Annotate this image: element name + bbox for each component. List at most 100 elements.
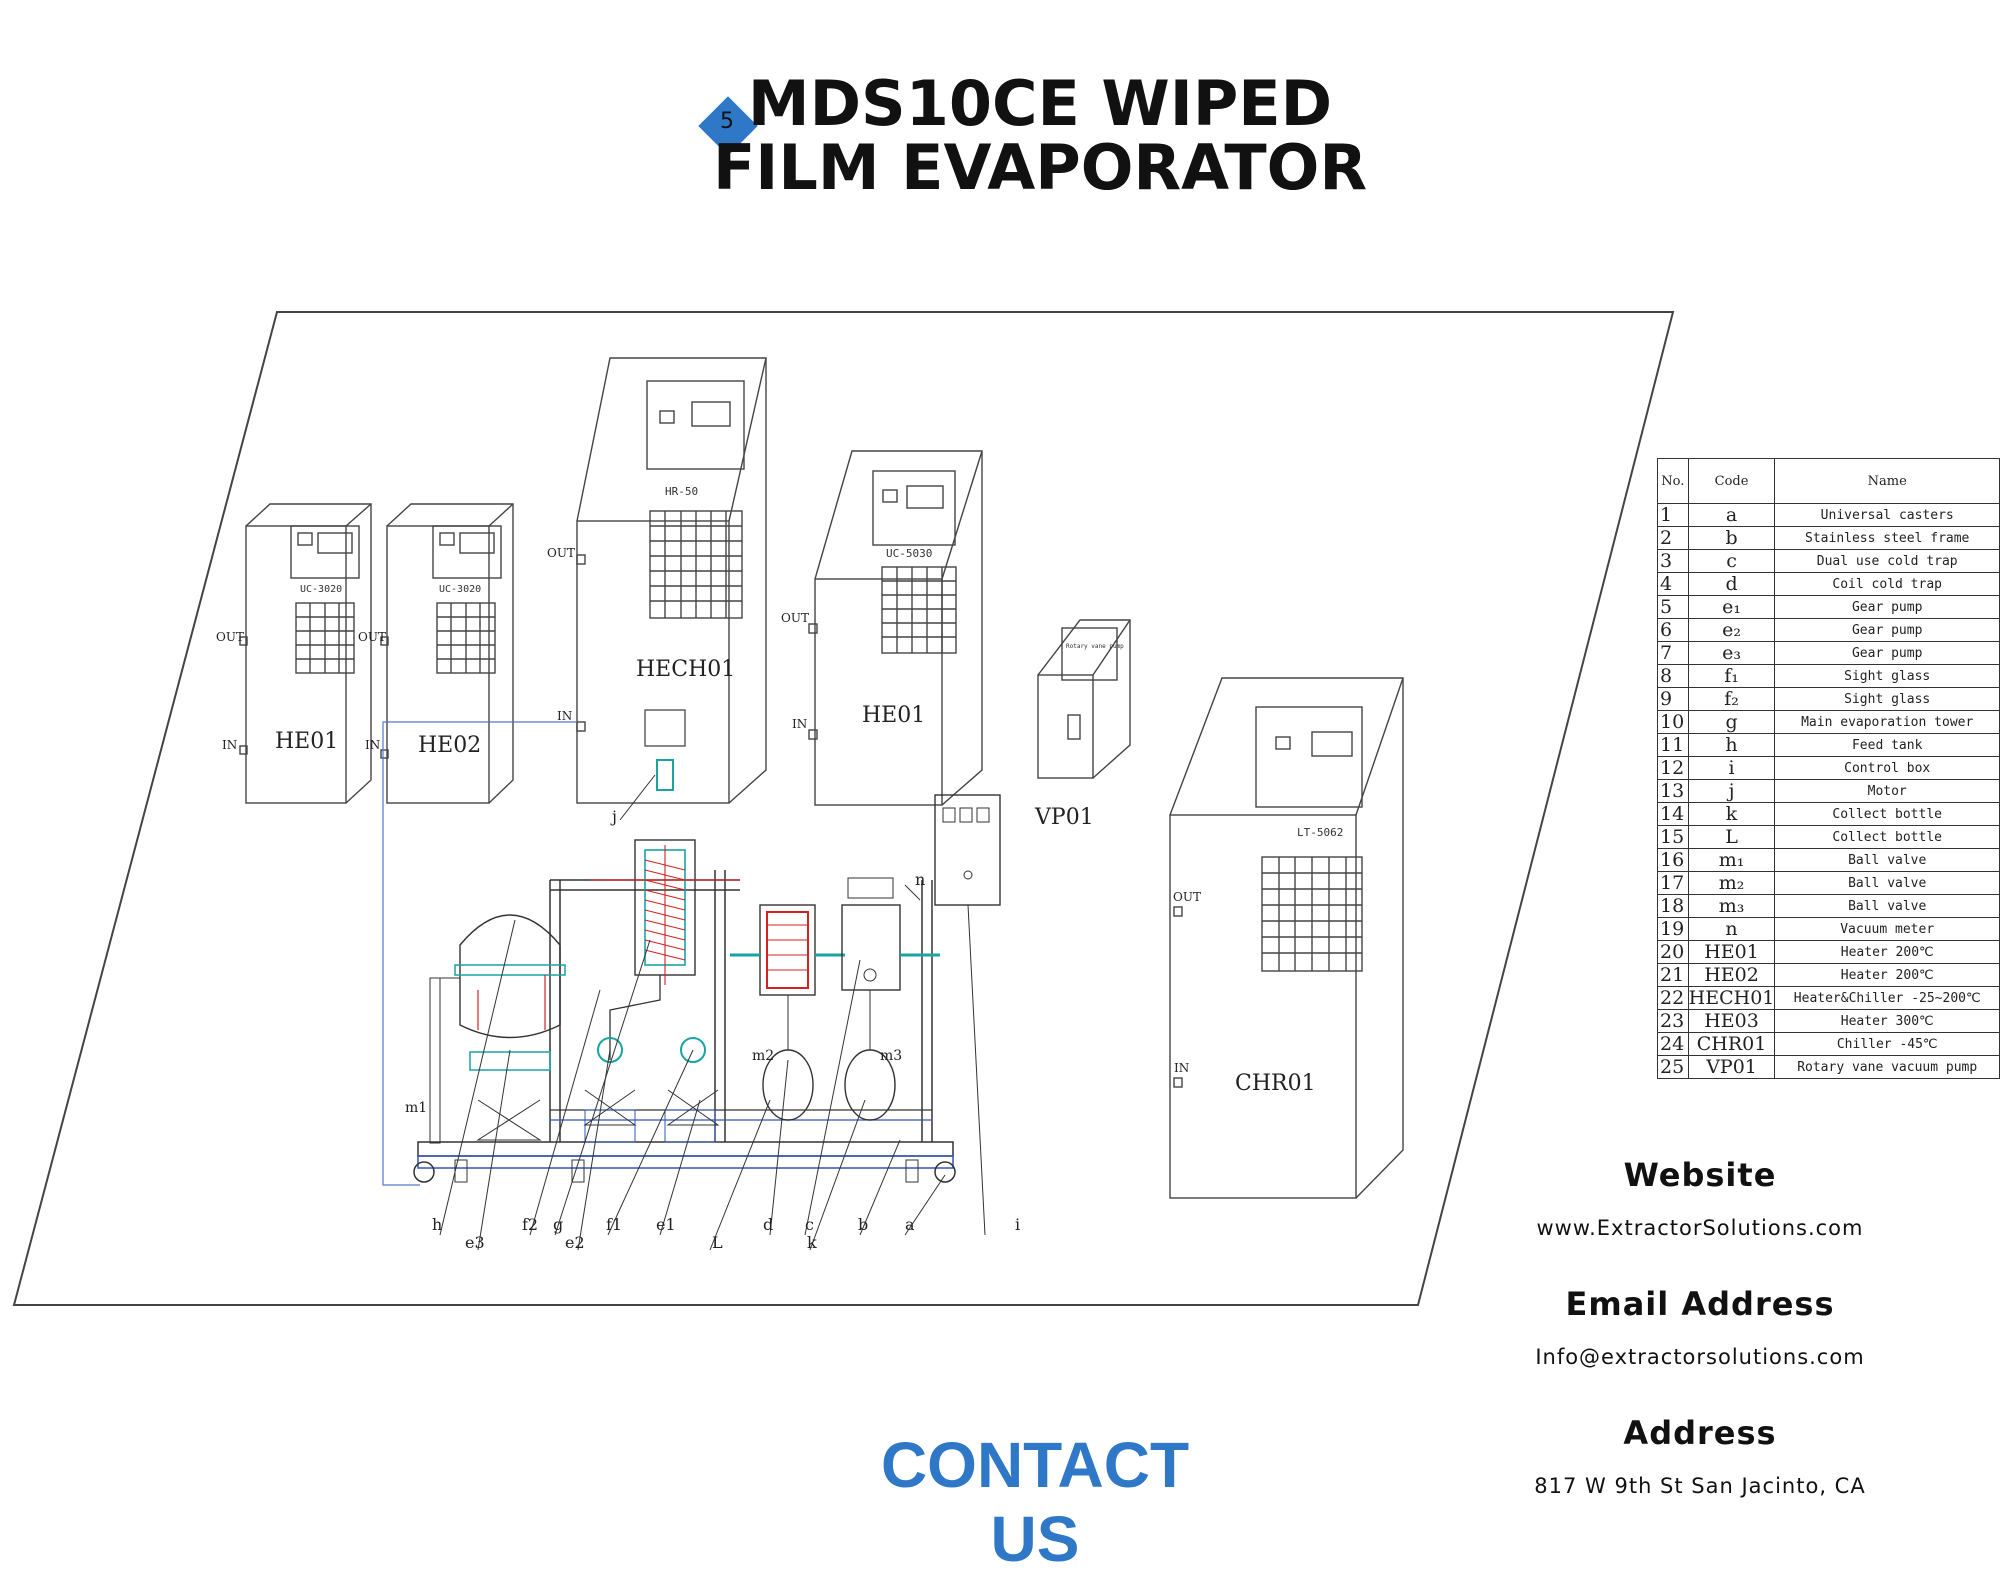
cell-code: j bbox=[1687, 779, 1776, 803]
grid-vent bbox=[436, 602, 496, 674]
cell-code: HE01 bbox=[1687, 940, 1776, 964]
cell-name: Coil cold trap bbox=[1774, 572, 2000, 596]
cell-name: Feed tank bbox=[1774, 733, 2000, 757]
cell-code: f₂ bbox=[1687, 687, 1776, 711]
section-number: 5 bbox=[720, 109, 734, 134]
cell-code: HE02 bbox=[1687, 963, 1776, 987]
unit-out-label: OUT bbox=[1173, 890, 1201, 904]
page-title: MDS10CE WIPED FILM EVAPORATOR bbox=[700, 72, 1380, 200]
cell-name: Gear pump bbox=[1774, 595, 2000, 619]
callout-m2: m2 bbox=[752, 1048, 774, 1064]
cell-name: Heater 200℃ bbox=[1774, 963, 2000, 987]
cell-no: 1 bbox=[1657, 503, 1689, 527]
unit-in-label: IN bbox=[1174, 1061, 1189, 1075]
cell-code: e₁ bbox=[1687, 595, 1776, 619]
callout-e3: e3 bbox=[465, 1233, 485, 1252]
callout-h: h bbox=[432, 1215, 442, 1234]
unit-he02 bbox=[380, 503, 514, 804]
cell-code: f₁ bbox=[1687, 664, 1776, 688]
unit-out-label: OUT bbox=[216, 630, 244, 644]
cell-code: c bbox=[1687, 549, 1776, 573]
cell-name: Ball valve bbox=[1774, 848, 2000, 872]
cell-name: Heater 300℃ bbox=[1774, 1009, 2000, 1033]
cell-no: 22 bbox=[1657, 986, 1689, 1010]
contact-us-button[interactable]: CONTACT US bbox=[880, 1429, 1190, 1575]
title-line-1: MDS10CE WIPED bbox=[747, 67, 1333, 140]
cell-code: VP01 bbox=[1687, 1055, 1776, 1079]
cell-no: 21 bbox=[1657, 963, 1689, 987]
cell-name: Rotary vane vacuum pump bbox=[1774, 1055, 2000, 1079]
unit-chr01 bbox=[1169, 677, 1404, 1199]
callout-m1: m1 bbox=[405, 1100, 427, 1116]
cell-no: 25 bbox=[1657, 1055, 1689, 1079]
cell-code: m₂ bbox=[1687, 871, 1776, 895]
cell-code: k bbox=[1687, 802, 1776, 826]
callout-b: b bbox=[858, 1215, 868, 1234]
cell-name: Stainless steel frame bbox=[1774, 526, 2000, 550]
cell-name: Gear pump bbox=[1774, 618, 2000, 642]
control-panel bbox=[290, 525, 360, 579]
cell-name: Main evaporation tower bbox=[1774, 710, 2000, 734]
cell-name: Sight glass bbox=[1774, 687, 2000, 711]
cell-no: 3 bbox=[1657, 549, 1689, 573]
unit-model: HR-50 bbox=[665, 485, 698, 498]
cell-name: Ball valve bbox=[1774, 894, 2000, 918]
unit-model: UC-5030 bbox=[886, 547, 932, 560]
callout-L: L bbox=[712, 1233, 723, 1252]
cell-code: g bbox=[1687, 710, 1776, 734]
website-block: Website www.ExtractorSolutions.com bbox=[1450, 1156, 1950, 1240]
unit-in-label: IN bbox=[222, 738, 237, 752]
cell-no: 7 bbox=[1657, 641, 1689, 665]
unit-he01-b bbox=[808, 450, 983, 806]
address-block: Address 817 W 9th St San Jacinto, CA bbox=[1450, 1414, 1950, 1498]
unit-code: HE02 bbox=[418, 733, 481, 758]
cell-code: e₂ bbox=[1687, 618, 1776, 642]
cell-no: 19 bbox=[1657, 917, 1689, 941]
unit-vp01 bbox=[1037, 619, 1131, 779]
cell-code: HECH01 bbox=[1687, 986, 1776, 1010]
cell-no: 13 bbox=[1657, 779, 1689, 803]
cell-no: 10 bbox=[1657, 710, 1689, 734]
evaporator-assembly bbox=[382, 709, 1001, 1236]
control-panel bbox=[646, 380, 745, 470]
website-link[interactable]: www.ExtractorSolutions.com bbox=[1536, 1216, 1864, 1240]
control-panel bbox=[872, 470, 956, 546]
unit-out-label: OUT bbox=[358, 630, 386, 644]
callout-c: c bbox=[805, 1215, 814, 1234]
control-panel bbox=[1255, 706, 1363, 808]
callout-f2: f2 bbox=[522, 1215, 538, 1234]
unit-in-label: IN bbox=[557, 709, 572, 723]
callout-f1: f1 bbox=[606, 1215, 622, 1234]
cell-code: HE03 bbox=[1687, 1009, 1776, 1033]
callout-a: a bbox=[905, 1215, 915, 1234]
email-block: Email Address Info@extractorsolutions.co… bbox=[1450, 1285, 1950, 1369]
address-text: 817 W 9th St San Jacinto, CA bbox=[1534, 1474, 1866, 1498]
cell-code: m₃ bbox=[1687, 894, 1776, 918]
cell-no: 11 bbox=[1657, 733, 1689, 757]
cell-name: Collect bottle bbox=[1774, 802, 2000, 826]
control-panel bbox=[432, 525, 502, 579]
unit-model: Rotary vane pump bbox=[1066, 643, 1124, 650]
email-link[interactable]: Info@extractorsolutions.com bbox=[1535, 1345, 1865, 1369]
cell-no: 15 bbox=[1657, 825, 1689, 849]
address-heading: Address bbox=[1623, 1414, 1777, 1452]
cell-no: 2 bbox=[1657, 526, 1689, 550]
callout-labels: h e3 f2 g e2 f1 e1 L d k c b a i j n m1 … bbox=[405, 807, 1020, 1252]
cell-name: Vacuum meter bbox=[1774, 917, 2000, 941]
